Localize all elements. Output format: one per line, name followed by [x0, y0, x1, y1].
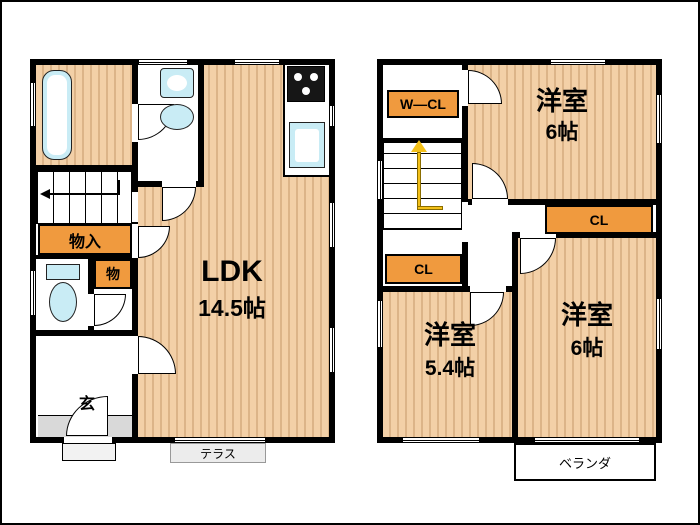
door-opening: [132, 336, 138, 374]
stairs-arrow-icon: [417, 152, 421, 210]
terrace-label: テラス: [200, 446, 236, 461]
window: [656, 298, 662, 350]
door-opening: [520, 232, 556, 238]
closet-east: CL: [545, 205, 653, 234]
stairs-arrow-icon: [50, 193, 120, 195]
door-opening: [162, 181, 196, 187]
wall: [36, 165, 138, 171]
wall: [30, 59, 36, 443]
gas-stove-icon: [287, 66, 325, 102]
stairs-arrow-head: [40, 189, 50, 199]
bathtub-icon: [42, 70, 72, 160]
ldk-size: 14.5帖: [198, 295, 266, 321]
stairs-arrow-stub: [118, 180, 120, 195]
window: [329, 105, 335, 127]
window: [30, 270, 36, 316]
staircase-2f: [383, 142, 462, 230]
staircase-1f: [36, 171, 132, 224]
wall: [377, 59, 662, 65]
closet-west-label: CL: [414, 261, 433, 277]
window: [656, 94, 662, 144]
door-opening: [132, 224, 138, 258]
door-opening: [462, 202, 468, 242]
door-opening: [88, 294, 94, 326]
door-opening: [470, 286, 506, 292]
burner: [310, 73, 318, 81]
door-opening: [132, 104, 138, 142]
room-southeast-size: 6帖: [570, 337, 604, 360]
toilet-icon: [49, 282, 77, 322]
wall: [36, 255, 132, 259]
small-storage-closet: 物: [94, 259, 132, 289]
window: [377, 160, 383, 200]
door-opening: [472, 199, 508, 205]
toilet-tank: [46, 264, 80, 280]
door-opening: [132, 192, 138, 222]
sink-basin: [295, 129, 319, 162]
veranda-sliding-door: [534, 437, 640, 443]
storage-label: 物入: [68, 233, 101, 251]
window: [30, 82, 36, 127]
wall: [198, 65, 204, 181]
entrance-door-opening: [64, 437, 112, 443]
window: [377, 300, 383, 348]
kitchen-sink-icon: [289, 122, 325, 168]
burner: [294, 73, 302, 81]
entrance-porch: [62, 443, 116, 461]
room-southwest-floor: [383, 292, 518, 437]
entrance-label: 玄: [78, 396, 95, 413]
terrace: テラス: [170, 443, 266, 463]
stairs-arrow-bend: [417, 206, 443, 210]
room-southwest-name: 洋室: [423, 319, 476, 350]
wall: [512, 232, 656, 238]
closet-west: CL: [385, 254, 462, 284]
wall: [468, 199, 656, 205]
wall: [512, 232, 518, 437]
terrace-sliding-door: [174, 437, 266, 443]
wall: [462, 65, 468, 292]
wall: [377, 437, 662, 443]
window: [550, 59, 606, 65]
wall: [377, 59, 383, 443]
wall: [656, 59, 662, 443]
walkin-closet-label: W―CL: [400, 96, 446, 112]
burner: [302, 87, 310, 95]
window: [329, 202, 335, 248]
room-north-name: 洋室: [535, 85, 588, 116]
window: [402, 437, 480, 443]
veranda: ベランダ: [514, 443, 656, 481]
closet-east-label: CL: [589, 211, 609, 228]
stairs-arrow-head: [411, 140, 427, 152]
ldk-name: LDK: [201, 255, 263, 288]
room-north-size: 6帖: [545, 121, 579, 144]
storage-closet: 物入: [38, 224, 132, 255]
vanity-sink-icon: [160, 68, 194, 98]
room-southeast-name: 洋室: [560, 299, 613, 330]
door-opening: [462, 70, 468, 106]
wall: [36, 330, 132, 336]
room-southwest-size: 5.4帖: [424, 357, 476, 380]
window: [234, 59, 280, 65]
wall: [383, 286, 518, 292]
window: [138, 59, 188, 65]
window: [329, 327, 335, 373]
veranda-label: ベランダ: [558, 455, 611, 471]
washing-machine-icon: [160, 104, 194, 130]
room-southeast-floor: [518, 238, 656, 437]
wall: [329, 59, 335, 443]
walkin-closet: W―CL: [387, 90, 459, 118]
vanity-bowl: [167, 75, 187, 91]
small-storage-label: 物: [106, 266, 120, 282]
bathtub-inner: [47, 75, 67, 155]
